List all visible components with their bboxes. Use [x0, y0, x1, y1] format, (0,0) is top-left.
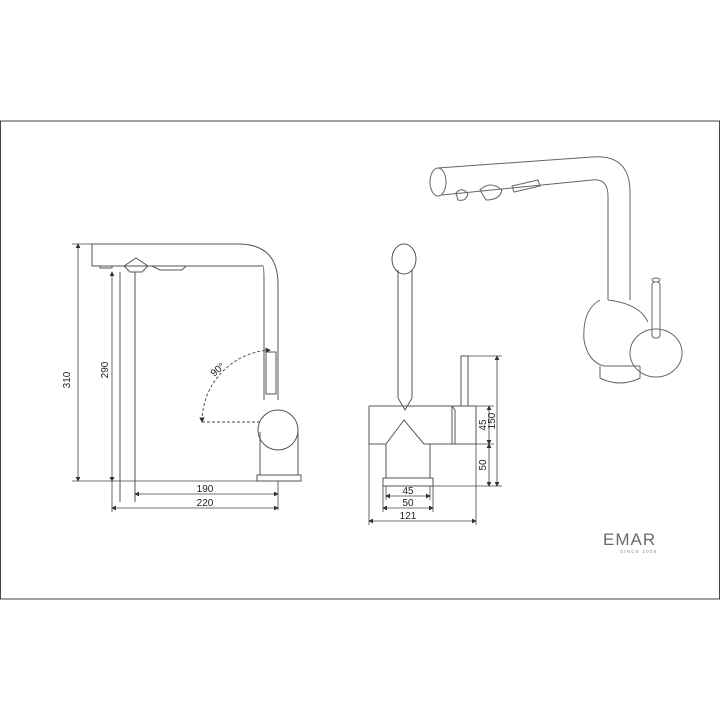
- dim-reach-outer: 220: [197, 498, 214, 509]
- brand-logo: EMAR SINCE 2008: [603, 530, 658, 554]
- perspective-spout: [437, 156, 631, 300]
- front-body: [368, 405, 477, 445]
- side-spout-head: [92, 243, 279, 400]
- front-spout-cap: [391, 243, 417, 275]
- perspective-view: [429, 156, 683, 384]
- dim-spout-height: 290: [100, 361, 111, 378]
- perspective-body: [583, 299, 640, 367]
- dim-line-220: [111, 481, 279, 512]
- dim-lever-height: 45: [478, 419, 489, 431]
- dim-base-inner-width: 45: [402, 486, 414, 497]
- dim-body-height: 150: [487, 412, 498, 429]
- rotation-arc: [199, 347, 271, 423]
- drawing-border: [0, 120, 720, 600]
- dim-reach-inner: 190: [197, 484, 214, 495]
- side-body-circle: [257, 409, 299, 451]
- dim-rotation-angle: 90°: [209, 361, 228, 379]
- dim-base-height: 50: [478, 459, 489, 471]
- dim-line-310: [72, 243, 258, 482]
- dim-total-height: 310: [62, 371, 73, 388]
- front-dimension-lines: [368, 355, 502, 525]
- dim-line-190: [134, 481, 279, 510]
- dim-base-width: 50: [402, 498, 414, 509]
- front-view: [368, 243, 477, 487]
- brand-tagline: SINCE 2008: [620, 549, 658, 554]
- brand-name: EMAR: [603, 530, 656, 549]
- dim-body-width: 121: [400, 511, 417, 522]
- side-view: [91, 243, 302, 502]
